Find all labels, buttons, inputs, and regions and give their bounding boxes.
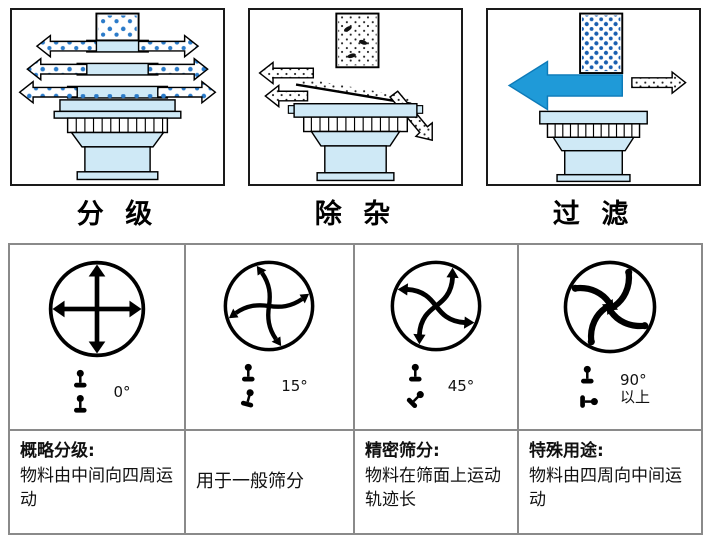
machine-panels-row: 分 级: [10, 8, 701, 231]
eccentric-weight-indicator-0: 0°: [63, 362, 131, 424]
desc-cell-rough-classification: 概略分级: 物料由中间向四周运动: [10, 429, 186, 533]
desc-cell-special-use: 特殊用途: 物料由四周向中间运动: [519, 429, 701, 533]
angle-label: 45°: [447, 377, 475, 396]
panel-filtration: 过 滤: [486, 8, 701, 231]
panel-label-impurity-removal: 除 杂: [314, 199, 397, 230]
medium-swirl-arrows-icon: [390, 260, 482, 352]
panel-filtration-box: [486, 8, 701, 186]
panel-label-classification: 分 级: [76, 199, 159, 230]
angle-suffix: 以上: [620, 388, 651, 406]
desc-title: 特殊用途:: [529, 441, 604, 461]
panel-label-filtration: 过 滤: [552, 199, 635, 230]
angle-label: 90°: [620, 370, 647, 389]
desc-text: 用于一般筛分: [195, 470, 304, 492]
filtration-machine-icon: [507, 12, 687, 183]
panel-impurity-removal-box: [248, 8, 463, 186]
weight-angle-icon-15: [241, 363, 255, 408]
eccentric-weight-indicator-15: 15°: [231, 356, 308, 418]
desc-text: 物料由中间向四周运动: [20, 465, 173, 511]
panel-classification: 分 级: [10, 8, 225, 231]
motion-pattern-table: 0°: [8, 243, 703, 535]
motion-cell-15deg: 15°: [186, 245, 355, 429]
desc-text: 物料在筛面上运动轨迹长: [365, 465, 501, 511]
motion-cell-0deg: 0°: [10, 245, 186, 429]
eccentric-weight-indicator-45: 45°: [398, 356, 475, 418]
pinwheel-inward-arrows-icon: [563, 260, 657, 354]
desc-text: 物料由四周向中间运动: [529, 465, 683, 511]
desc-cell-general-sieving: 用于一般筛分: [185, 429, 355, 533]
desc-title: 概略分级:: [20, 441, 95, 461]
panel-classification-box: [10, 8, 225, 186]
angle-label: 0°: [113, 383, 131, 402]
impurity-removal-machine-icon: [258, 12, 433, 182]
weight-angle-icon-0: [74, 369, 88, 413]
panel-impurity-removal: 除 杂: [248, 8, 463, 231]
desc-title: 精密筛分:: [365, 441, 440, 461]
cross-arrows-icon: [48, 260, 146, 358]
weight-angle-icon-90: [580, 365, 598, 408]
classification-machine-icon: [18, 12, 217, 181]
slight-swirl-arrows-icon: [224, 260, 315, 352]
eccentric-weight-indicator-90: 90° 以上: [570, 358, 650, 420]
desc-cell-precision-sieving: 精密筛分: 物料在筛面上运动轨迹长: [355, 429, 520, 533]
motion-cell-45deg: 45°: [355, 245, 520, 429]
weight-angle-icon-45: [406, 363, 424, 409]
angle-label: 15°: [281, 377, 308, 396]
motion-cell-90deg: 90° 以上: [519, 245, 701, 429]
